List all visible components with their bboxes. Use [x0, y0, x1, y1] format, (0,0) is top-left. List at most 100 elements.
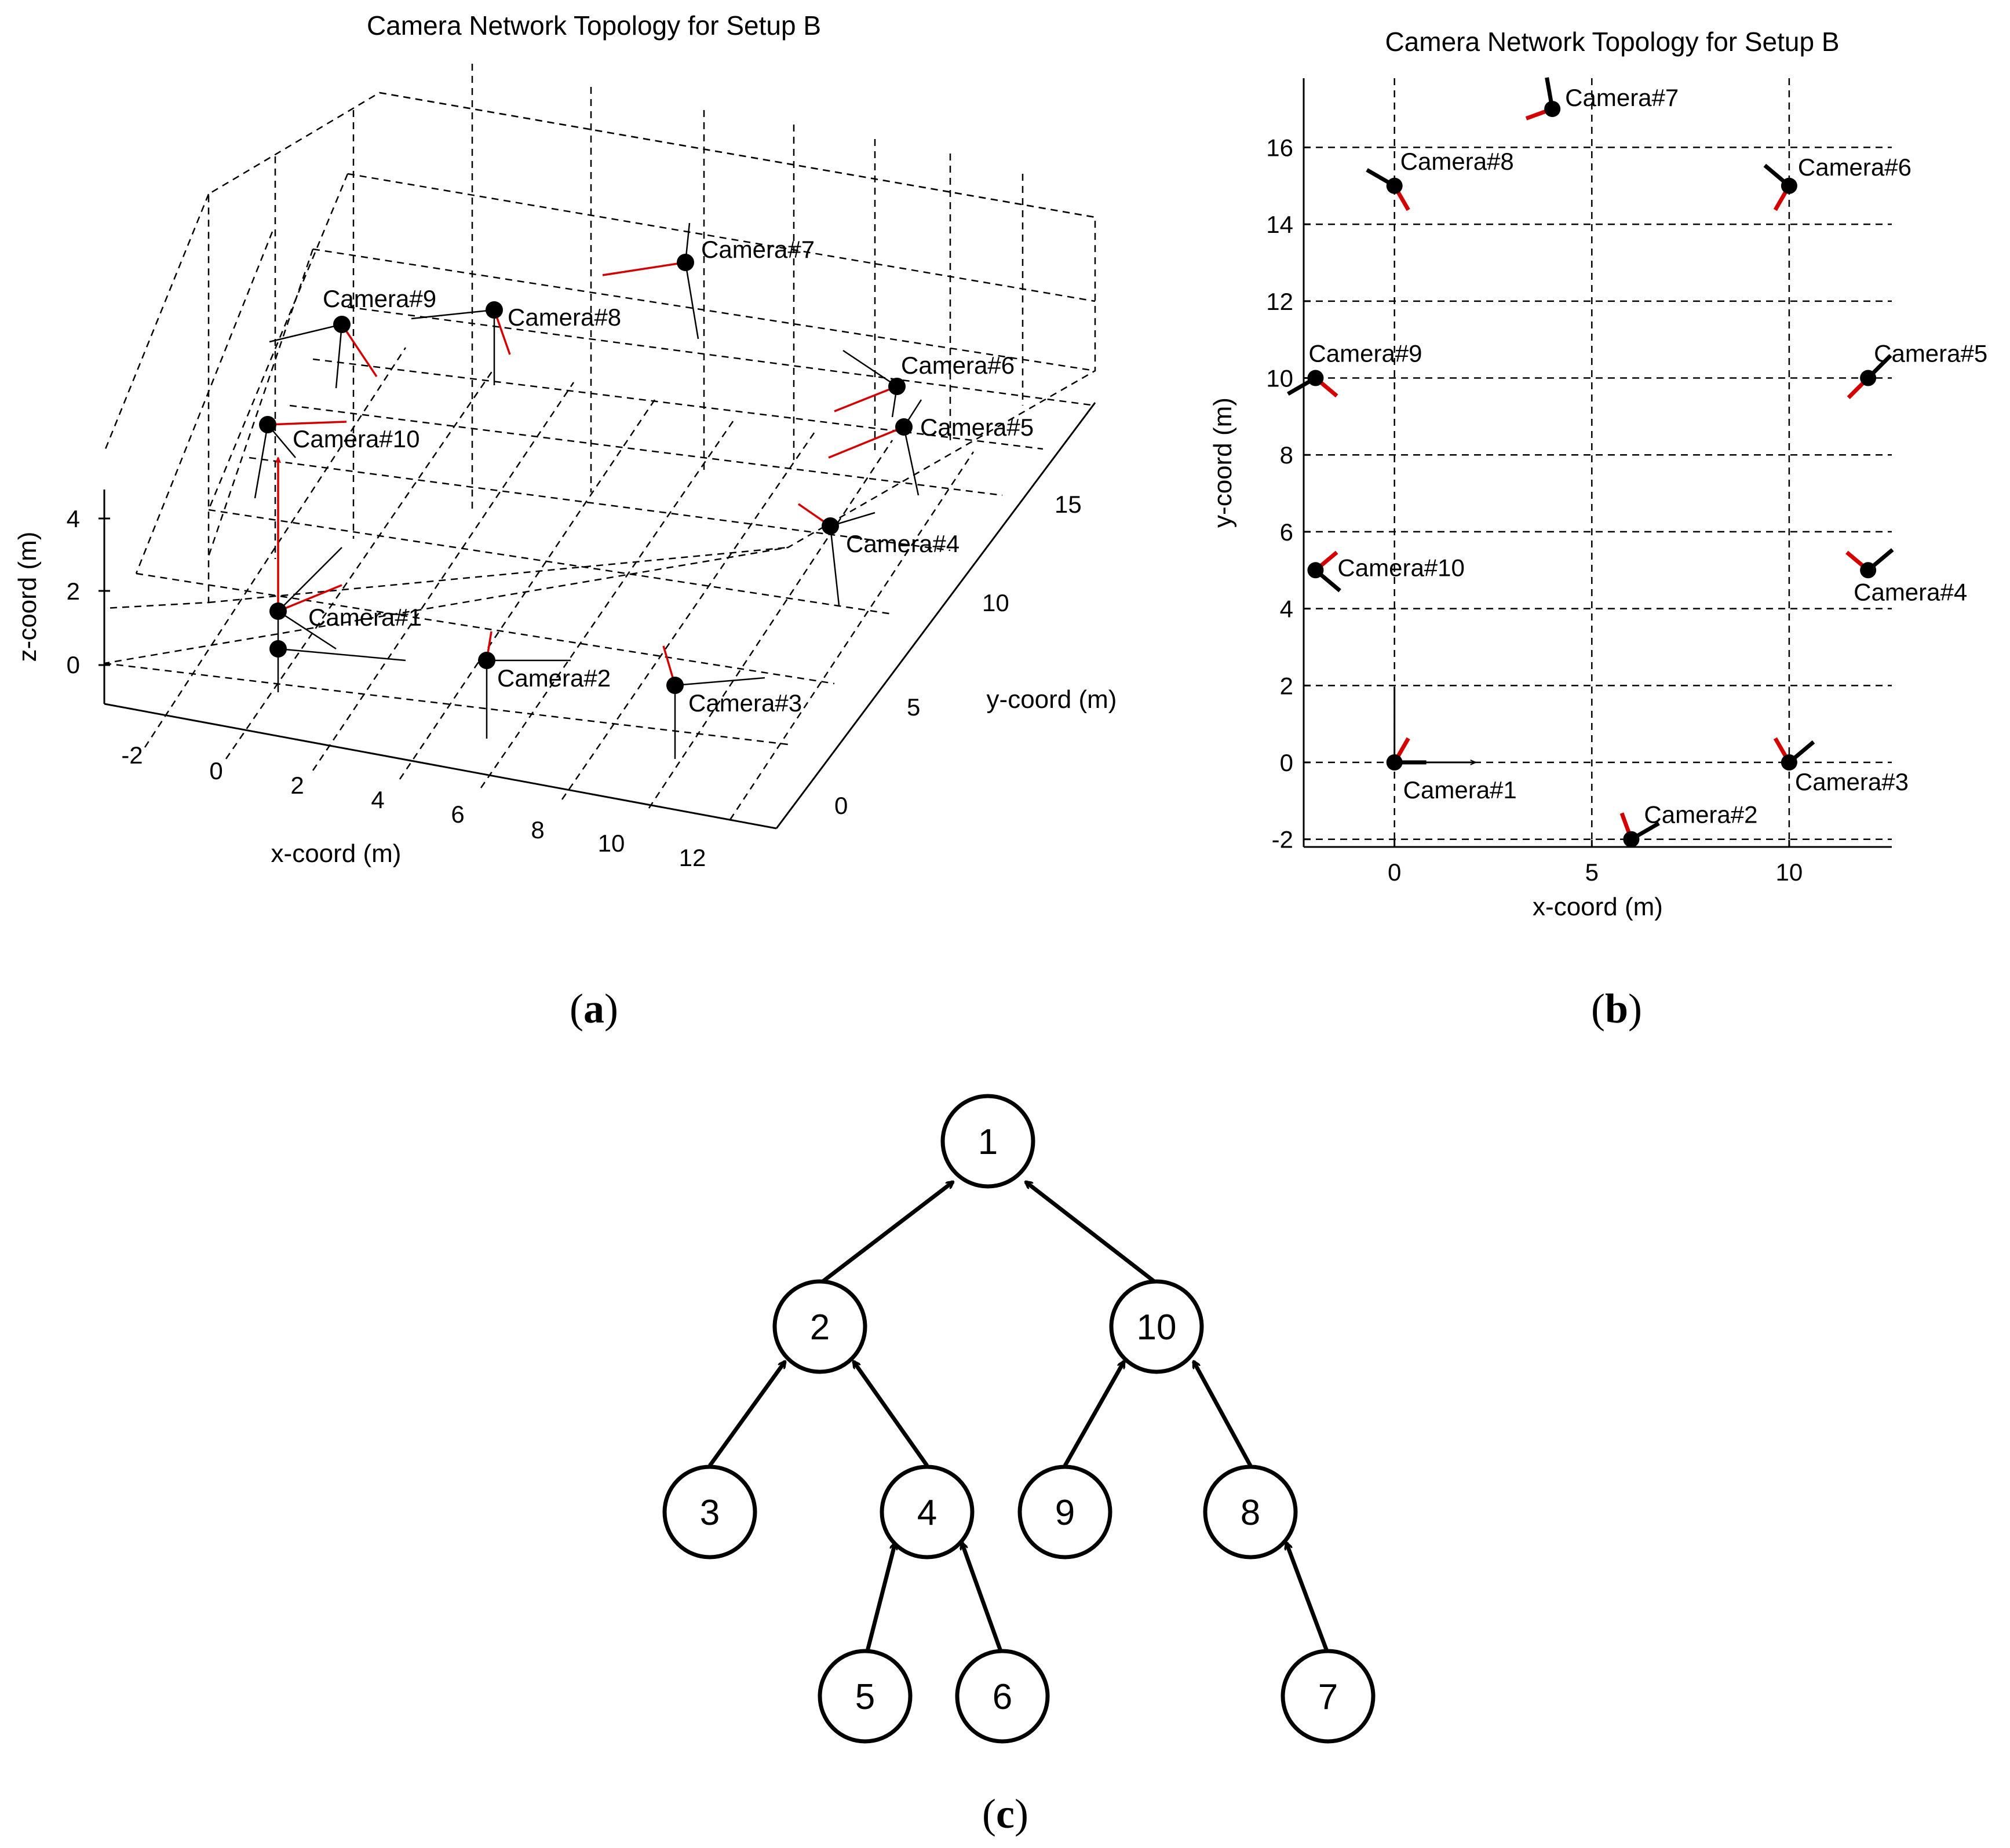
node-9 [1017, 1464, 1112, 1560]
x-tick: 0 [209, 757, 222, 784]
y-tick-label: 10 [1266, 365, 1293, 392]
camera-marker [895, 418, 913, 436]
x-tick: 12 [679, 844, 706, 871]
edge-3-to-2 [708, 1361, 787, 1467]
y-tick-label: 16 [1266, 134, 1293, 161]
camera-label: Camera#3 [688, 689, 802, 717]
camera-label: Camera#6 [901, 352, 1015, 379]
node-label: 10 [1137, 1308, 1177, 1347]
camera-point [1781, 754, 1797, 771]
node-label: 3 [700, 1493, 720, 1533]
camera-point [1623, 831, 1640, 848]
camera-point-label: Camera#10 [1337, 554, 1464, 581]
camera-point-label: Camera#2 [1644, 801, 1757, 828]
camera-point [1781, 177, 1797, 194]
edge-2-to-1 [819, 1182, 953, 1285]
tree-edges [708, 1182, 1329, 1652]
node-label: 9 [1055, 1493, 1075, 1533]
y-tick-label: 12 [1266, 288, 1293, 315]
panel-a-caption: (a) [570, 985, 618, 1032]
panel-a-ylabel: y-coord (m) [987, 685, 1117, 714]
chart-ylabel: y-coord (m) [1209, 397, 1237, 528]
edge-4-to-2 [852, 1361, 929, 1467]
camera-label: Camera#4 [846, 530, 960, 557]
node-2 [772, 1279, 867, 1374]
camera-marker [666, 677, 684, 694]
y-tick: 0 [834, 792, 848, 819]
camera-point [1386, 177, 1403, 194]
edge-7-to-8 [1286, 1543, 1329, 1652]
chart-title: Camera Network Topology for Setup B [1385, 27, 1839, 57]
chart-points [1287, 77, 1894, 848]
x-tick: 6 [451, 801, 464, 828]
x-tick: -2 [121, 742, 143, 769]
z-tick: 2 [67, 578, 80, 605]
node-4 [880, 1464, 975, 1560]
panel-a-3d-plot: Camera Network Topology for Setup B [13, 10, 1117, 1032]
panel-c-tree-diagram: 1 2 10 3 4 9 8 5 6 7 (c) [662, 1094, 1376, 1837]
x-tick-label: 10 [1776, 859, 1803, 886]
edge-9-to-10 [1063, 1361, 1126, 1467]
edge-10-to-1 [1026, 1182, 1158, 1285]
camera-point [1860, 562, 1877, 579]
panel-c-caption: (c) [982, 1791, 1028, 1837]
panel-a-grid [103, 64, 1096, 820]
node-label: 2 [810, 1308, 830, 1347]
camera-point [1544, 101, 1561, 118]
camera-marker [486, 301, 503, 319]
node-10 [1109, 1279, 1204, 1374]
panel-a-camera-labels: Camera#1 Camera#2 Camera#3 Camera#4 Came… [293, 236, 1034, 717]
y-tick: 15 [1055, 491, 1082, 518]
node-3 [662, 1464, 757, 1560]
panel-b-caption: (b) [1591, 985, 1642, 1032]
panel-a-xlabel: x-coord (m) [271, 839, 402, 868]
node-6 [955, 1649, 1050, 1744]
chart-point-labels: Camera#1Camera#2Camera#3Camera#4Camera#5… [1308, 84, 1987, 828]
camera-point-label: Camera#9 [1308, 340, 1422, 367]
node-label: 5 [855, 1677, 875, 1717]
camera-point [1860, 370, 1877, 386]
tree-node-labels: 1 2 10 3 4 9 8 5 6 7 [700, 1122, 1338, 1717]
x-tick: 10 [598, 830, 625, 857]
camera-label: Camera#2 [497, 664, 611, 692]
camera-marker [677, 254, 694, 271]
edge-8-to-10 [1191, 1361, 1253, 1467]
chart-axes [1303, 78, 1892, 848]
node-5 [818, 1649, 913, 1744]
camera-label: Camera#9 [323, 285, 436, 312]
camera-point-label: Camera#4 [1854, 578, 1967, 605]
camera-point-label: Camera#5 [1874, 340, 1987, 367]
y-tick: 5 [907, 693, 920, 721]
node-label: 4 [917, 1493, 937, 1533]
y-tick: 10 [982, 589, 1009, 616]
x-tick: 8 [531, 816, 544, 843]
camera-label: Camera#5 [920, 414, 1034, 441]
z-tick: 0 [67, 651, 80, 678]
edge-5-to-4 [865, 1543, 895, 1652]
panel-a-zlabel: z-coord (m) [13, 532, 42, 662]
camera-marker [333, 316, 351, 333]
z-tick: 4 [67, 505, 80, 532]
camera-marker [269, 640, 287, 658]
camera-marker [259, 416, 276, 433]
camera-label: Camera#10 [293, 425, 419, 452]
edge-6-to-4 [962, 1543, 1003, 1652]
camera-point-label: Camera#6 [1798, 154, 1911, 181]
camera-point [1307, 370, 1324, 386]
node-7 [1281, 1649, 1376, 1744]
camera-label: Camera#8 [508, 304, 621, 331]
panel-a-axes [99, 402, 1096, 830]
camera-label: Camera#7 [701, 236, 815, 263]
camera-label: Camera#1 [308, 604, 422, 631]
camera-point [1307, 562, 1324, 579]
panel-a-camera-markers [259, 254, 913, 694]
camera-marker [269, 602, 287, 620]
y-tick-label: 4 [1280, 596, 1293, 623]
node-8 [1203, 1464, 1298, 1560]
node-label: 8 [1241, 1493, 1260, 1533]
y-tick-label: -2 [1272, 826, 1293, 853]
y-tick-label: 14 [1266, 211, 1293, 238]
chart-xlabel: x-coord (m) [1533, 893, 1663, 921]
